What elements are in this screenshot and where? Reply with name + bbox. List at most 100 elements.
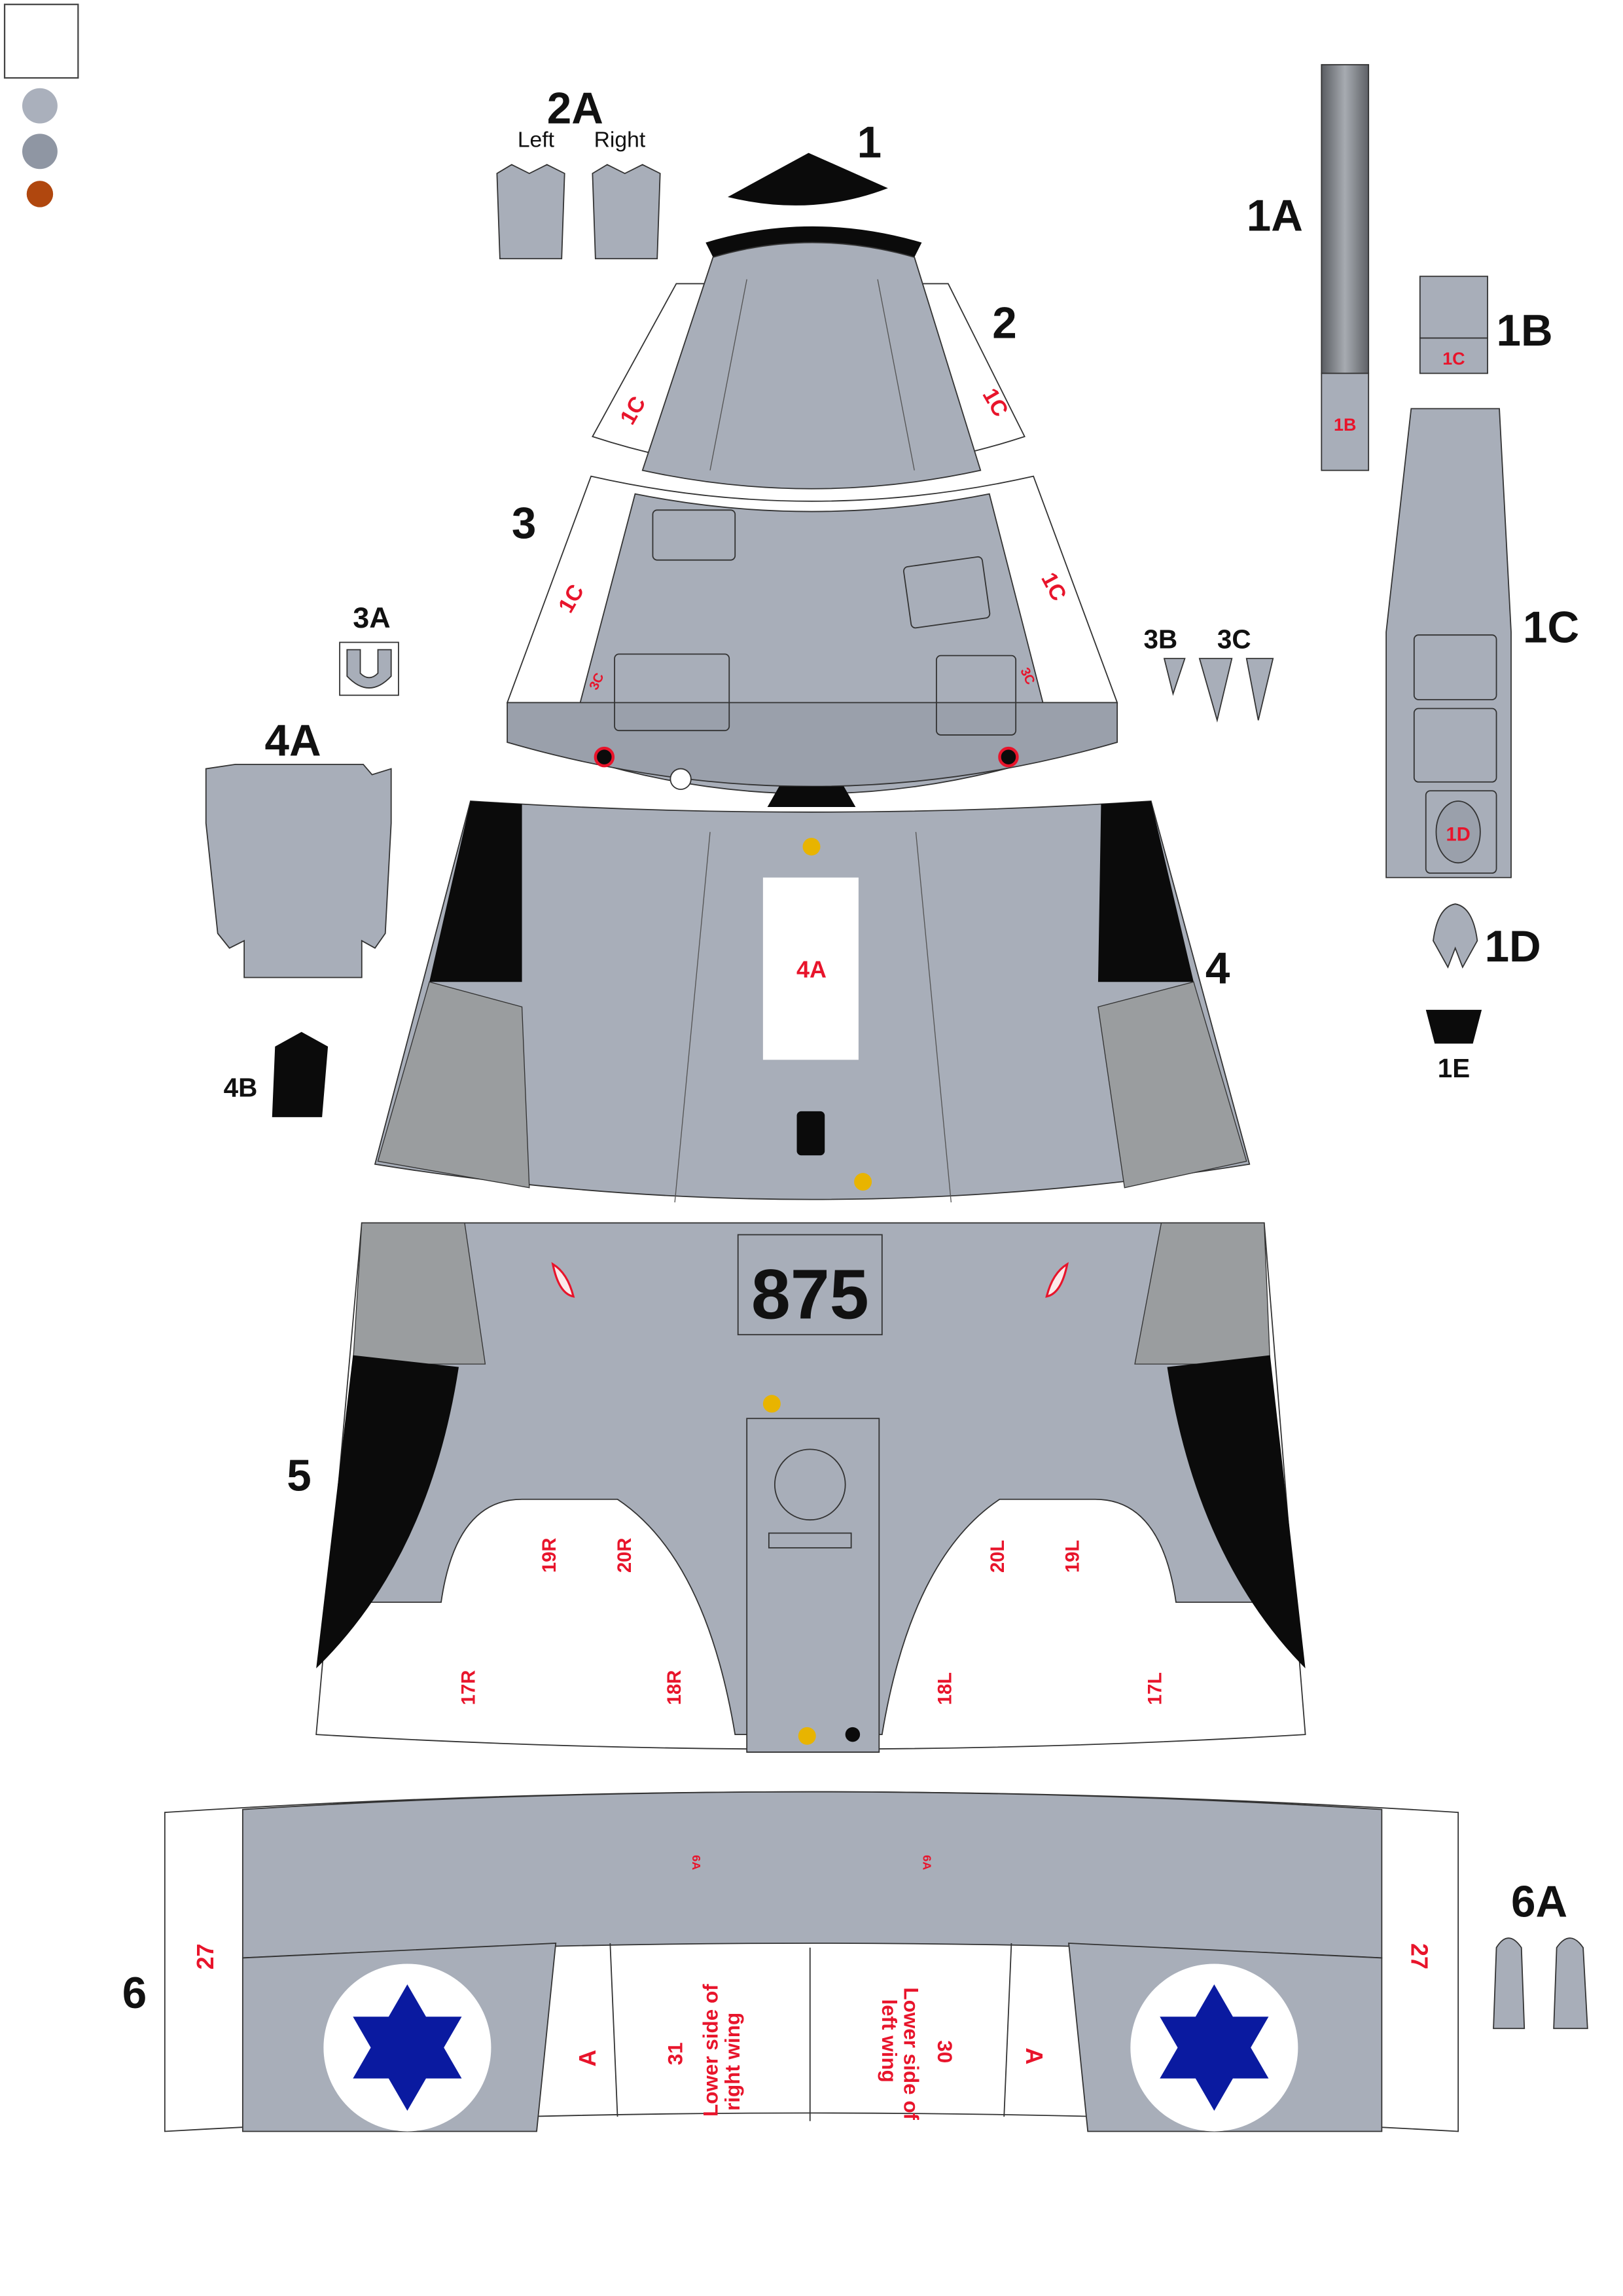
part-6a: 6A bbox=[1493, 1878, 1588, 2030]
part-1d-position-label: 1D bbox=[1446, 825, 1471, 846]
part-5-serial: 875 bbox=[751, 1255, 869, 1334]
part-1a-tab-label: 1B bbox=[1334, 415, 1356, 435]
lower-side-right-wing-1: Lower side of bbox=[699, 1984, 722, 2117]
part-1c-hatch bbox=[1413, 634, 1497, 700]
tab-17l: 17L bbox=[1145, 1672, 1166, 1705]
part-6-fold-line bbox=[1003, 1943, 1012, 2117]
part-1a: 1B 1A bbox=[1247, 63, 1370, 471]
part-1c: 1D 1C bbox=[1385, 408, 1579, 878]
part-4a: 4A bbox=[205, 716, 392, 978]
part-5-right-sensor bbox=[1045, 1262, 1069, 1298]
lower-side-left-wing-1: Lower side of bbox=[899, 1987, 922, 2120]
part-1c-label: 1C bbox=[1523, 603, 1579, 652]
part-3b-shape bbox=[1163, 658, 1186, 696]
part-1: 1 bbox=[727, 118, 888, 206]
star-of-david-right bbox=[1160, 1984, 1269, 2111]
tab-a-right: A bbox=[1021, 2047, 1048, 2064]
rust-swatch bbox=[26, 181, 54, 207]
tab-27-left: 27 bbox=[192, 1943, 219, 1969]
part-6a-shape-b bbox=[1553, 1937, 1588, 2030]
part-5-left-sensor bbox=[551, 1262, 575, 1298]
part-4-left-black bbox=[429, 800, 522, 982]
part-1b-tab bbox=[1419, 337, 1488, 374]
part-3c-label: 3C bbox=[1217, 624, 1251, 654]
part-1a-tab bbox=[1321, 372, 1370, 471]
tab-18r: 18R bbox=[664, 1670, 685, 1706]
part-4-seam bbox=[915, 832, 952, 1203]
part-1d: 1D bbox=[1433, 903, 1541, 971]
part-1b-label: 1B bbox=[1497, 306, 1553, 355]
part-2-panel bbox=[641, 242, 982, 490]
part-3a-frame bbox=[339, 641, 399, 696]
part-3-hatch bbox=[935, 655, 1017, 736]
part-3-dial bbox=[669, 768, 692, 790]
part-4a-label: 4A bbox=[265, 716, 321, 765]
tab-30: 30 bbox=[933, 2040, 956, 2063]
part-2a-right-label: Right bbox=[594, 128, 646, 152]
part-1a-label: 1A bbox=[1247, 192, 1303, 241]
part-1c-shape bbox=[1385, 408, 1512, 878]
part-2a-left-shape bbox=[496, 164, 565, 260]
part-2-seam bbox=[709, 279, 747, 471]
part-2-seam bbox=[877, 279, 915, 471]
white-swatch bbox=[3, 3, 79, 79]
part-4-right-gray bbox=[1097, 981, 1247, 1189]
tab-31: 31 bbox=[664, 2042, 687, 2065]
part-1b: 1C 1B bbox=[1419, 276, 1553, 374]
part-5-dot bbox=[845, 1727, 861, 1742]
part-3-hatch bbox=[902, 556, 991, 629]
part-3-hatch bbox=[652, 509, 736, 561]
part-1-label: 1 bbox=[857, 118, 882, 167]
part-3a-shape bbox=[346, 649, 392, 689]
part-2a-left-label: Left bbox=[518, 128, 555, 152]
part-4-handle bbox=[796, 1111, 825, 1156]
part-3-red-marker bbox=[594, 746, 615, 768]
part-5-left-gray bbox=[352, 1222, 486, 1365]
part-5-center-strip bbox=[746, 1418, 880, 1753]
tab-19r: 19R bbox=[539, 1538, 560, 1573]
tab-18l: 18L bbox=[935, 1672, 955, 1705]
part-4-label: 4 bbox=[1205, 944, 1230, 993]
part-3-label: 3 bbox=[512, 499, 536, 548]
part-4a-shape bbox=[205, 763, 392, 978]
part-4b-shape bbox=[272, 1031, 329, 1117]
dark-gray-swatch bbox=[22, 134, 58, 170]
part-3-red-marker bbox=[998, 746, 1019, 768]
part-2: 2 1C 1C bbox=[592, 226, 1026, 490]
tab-27-right: 27 bbox=[1406, 1943, 1433, 1969]
part-1c-hatch bbox=[1413, 708, 1497, 783]
part-3-notch bbox=[767, 786, 856, 807]
part-1c-hatch bbox=[1425, 790, 1497, 874]
part-3b: 3B bbox=[1144, 624, 1186, 696]
part-5-right-black bbox=[1167, 1355, 1306, 1669]
tab-19l: 19L bbox=[1063, 1540, 1084, 1573]
lower-side-right-wing-2: right wing bbox=[721, 2013, 744, 2111]
part-1d-shape bbox=[1433, 903, 1478, 969]
part-6: 6 27 27 A A 31 Lower side of right wing … bbox=[122, 1791, 1459, 2132]
part-4: 4A 4 bbox=[374, 800, 1251, 1203]
tab-20l: 20L bbox=[988, 1540, 1008, 1573]
part-2-black-strip bbox=[705, 226, 922, 258]
part-1d-label: 1D bbox=[1485, 922, 1541, 971]
tab-20r: 20R bbox=[615, 1538, 635, 1573]
part-6-label: 6 bbox=[122, 1969, 147, 2018]
part-3a-label: 3A bbox=[353, 601, 390, 634]
part-1b-shape bbox=[1419, 276, 1488, 339]
part-4-yellow-marker bbox=[854, 1173, 872, 1191]
part-4-seam bbox=[674, 832, 711, 1203]
tab-6a-right: 6A bbox=[921, 1855, 934, 1870]
part-3c-shape-b bbox=[1245, 658, 1274, 721]
part-2a: 2A Left Right bbox=[496, 84, 661, 260]
star-of-david-left bbox=[353, 1984, 462, 2111]
part-4b-label: 4B bbox=[224, 1072, 258, 1102]
part-5-yellow-marker bbox=[762, 1395, 781, 1413]
part-5-slot bbox=[768, 1532, 852, 1549]
part-5-left-black bbox=[316, 1355, 459, 1669]
part-1d-position bbox=[1435, 800, 1481, 864]
part-1-shape bbox=[727, 152, 888, 206]
part-3c-shape-a bbox=[1198, 658, 1233, 723]
part-2a-right-shape bbox=[592, 164, 661, 260]
part-6a-shape-a bbox=[1493, 1937, 1525, 2030]
part-3-hatch bbox=[614, 653, 730, 732]
